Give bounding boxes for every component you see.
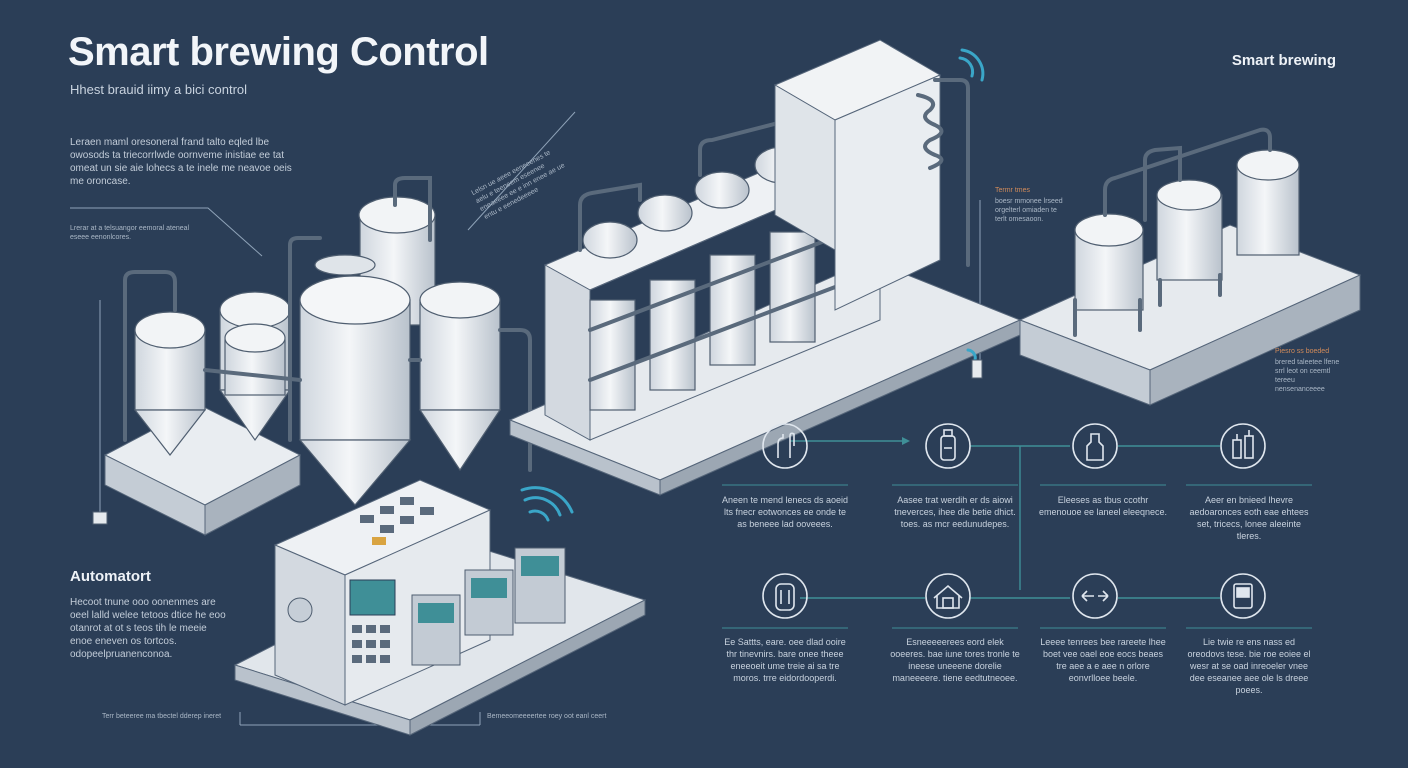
automation-paragraph: Hecoot tnune ooo oonenmes are oeel lalld… bbox=[70, 597, 226, 660]
corner-label: Smart brewing bbox=[1231, 52, 1336, 69]
step-6-text: Esneeeeerees eord elek ooeeres. bae iune… bbox=[890, 637, 1020, 683]
step-3-text: Eleeses as tbus ccothr emenouoe ee lanee… bbox=[1038, 495, 1168, 517]
automation-heading: Automatort bbox=[70, 568, 151, 585]
step-5-text: Ee Sattts, eare. oee dlad ooire thr tine… bbox=[724, 637, 846, 683]
step-4-text: Aeer en bnieed lhevre aedoaronces eoth e… bbox=[1189, 495, 1309, 541]
annotation-top-right-title: Termr tmes bbox=[995, 187, 1030, 194]
step-1-text: Aneen te mend lenecs ds aoeid lts fnecr … bbox=[721, 495, 849, 529]
annotation-right-title: Piesro ss boeded bbox=[1275, 348, 1330, 355]
step-8-text: Lie twie re ens nass ed oreodovs tese. b… bbox=[1187, 637, 1311, 695]
annotation-right-body: brered taleetee lfene srrl leot on ceemt… bbox=[1275, 359, 1340, 393]
page-title: Smart brewing Control bbox=[68, 30, 489, 74]
step-7-text: Leeee tenrees bee rareete lhee boet vee … bbox=[1040, 637, 1166, 683]
intro-paragraph: Leraen maml oresoneral frand talto eqled… bbox=[70, 137, 292, 187]
bottom-left-caption: Terr beteeree ma tbectel dderep ineret bbox=[102, 713, 222, 720]
step-2-text: Aasee trat werdih er ds aiowi tneverces,… bbox=[894, 495, 1016, 529]
intro-callout: Lrerar at a telsuangor eemoral ateneal e… bbox=[70, 225, 190, 241]
bottom-center-caption: Bemeeomeeeertee roey oot eanl ceert bbox=[487, 713, 607, 720]
annotation-top-right-body: boesr mmonee lrseed orgelterl omiaden te… bbox=[995, 198, 1063, 223]
page-subtitle: Hhest brauid iimy a bici control bbox=[70, 82, 248, 97]
